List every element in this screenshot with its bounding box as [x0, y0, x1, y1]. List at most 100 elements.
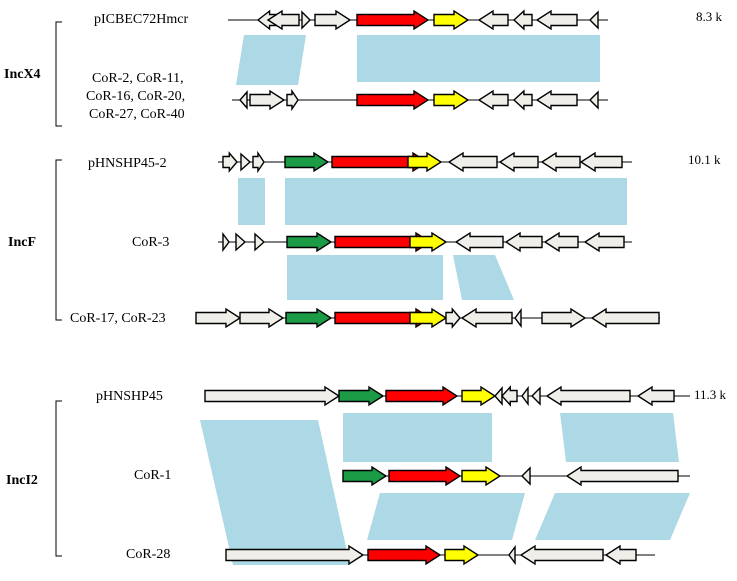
gene-arrow-cor-incx4-8 — [535, 89, 578, 111]
homology-block-7 — [200, 420, 350, 565]
gene-arrow-cor-3-1 — [222, 231, 230, 253]
gene-arrow-cor-3-9 — [543, 231, 579, 253]
gene-arrow-cor-17-cor-23-9 — [541, 307, 587, 329]
gene-arrow-cor-3-8 — [504, 231, 543, 253]
gene-arrow-phnshp45-1 — [204, 385, 341, 407]
gene-arrow-cor-17-cor-23-6 — [445, 307, 461, 329]
gene-arrow-cor-1-4 — [521, 466, 531, 486]
gene-arrow-cor-17-cor-23-2 — [239, 307, 285, 329]
gene-arrow-phnshp45-2-1 — [222, 151, 238, 173]
row-label-picbec72hmcr: pICBEC72Hmcr — [94, 12, 188, 27]
gene-arrow-cor-28-6 — [604, 544, 637, 566]
gene-arrow-cor-17-cor-23-1 — [195, 307, 242, 329]
gene-arrow-cor-3-10 — [583, 231, 625, 253]
gene-arrow-picbec72hmcr-6 — [433, 9, 470, 31]
gene-arrow-cor-incx4-4 — [356, 89, 430, 111]
row-label-phnshp45-2: pHNSHP45-2 — [88, 156, 167, 171]
gene-arrow-phnshp45-5 — [494, 386, 503, 406]
gene-arrow-cor-3-2 — [235, 232, 247, 252]
gene-arrow-cor-28-2 — [367, 544, 442, 566]
gene-arrow-phnshp45-2-2 — [240, 152, 252, 172]
size-label-incx4: 8.3 k — [696, 9, 723, 24]
homology-block-6 — [453, 255, 514, 300]
gene-arrow-phnshp45-2-7 — [447, 151, 498, 173]
gene-arrow-cor-3-6 — [409, 231, 448, 253]
gene-arrow-phnshp45-2-8 — [498, 151, 539, 173]
homology-block-5 — [287, 255, 443, 300]
gene-arrow-picbec72hmcr-8 — [512, 9, 533, 31]
gene-arrow-cor-incx4-1 — [239, 90, 248, 110]
gene-arrow-picbec72hmcr-10 — [589, 10, 599, 30]
gene-arrow-picbec72hmcr-4 — [314, 9, 352, 31]
homology-block-9 — [560, 413, 679, 462]
gene-arrow-picbec72hmcr-3 — [301, 10, 311, 30]
row-label-cor-28: CoR-28 — [126, 547, 170, 562]
gene-arrow-cor-1-2 — [388, 465, 462, 487]
gene-arrow-phnshp45-3 — [385, 385, 459, 407]
homology-block-10 — [367, 493, 525, 540]
gene-arrow-phnshp45-4 — [461, 385, 497, 407]
gene-arrow-cor-incx4-5 — [433, 89, 470, 111]
row-label-cor-17-cor-23: CoR-17, CoR-23 — [70, 311, 166, 326]
gene-arrow-cor-incx4-3 — [286, 88, 299, 112]
row-label-cor-1: CoR-1 — [134, 468, 171, 483]
row-label-cor-3: CoR-3 — [132, 235, 169, 250]
row-label-phnshp45: pHNSHP45 — [96, 389, 163, 404]
gene-arrow-phnshp45-2 — [338, 385, 385, 407]
group-label-incf: IncF — [8, 235, 36, 250]
gene-arrow-phnshp45-6 — [501, 385, 518, 407]
gene-arrow-cor-28-3 — [444, 544, 480, 566]
gene-arrow-cor-incx4-9 — [589, 90, 599, 110]
homology-layer — [200, 35, 690, 565]
gene-arrow-phnshp45-10 — [636, 385, 675, 407]
gene-arrow-cor-28-1 — [225, 544, 365, 566]
size-label-incf: 10.1 k — [688, 152, 721, 167]
size-label-inci2: 11.3 k — [694, 387, 727, 402]
group-label-incx4: IncX4 — [4, 67, 41, 82]
gene-arrow-picbec72hmcr-2 — [266, 9, 300, 31]
gene-arrow-cor-17-cor-23-10 — [590, 307, 660, 329]
gene-arrow-cor-incx4-7 — [512, 89, 533, 111]
homology-block-1 — [236, 35, 306, 85]
gene-layer — [195, 9, 679, 566]
gene-arrow-cor-1-5 — [565, 465, 679, 487]
gene-arrow-cor-28-5 — [519, 544, 604, 566]
gene-arrow-phnshp45-2-6 — [407, 151, 443, 173]
gene-arrow-phnshp45-2-9 — [540, 151, 581, 173]
row-label-cor-incx4-line2: CoR-16, CoR-20, — [86, 89, 185, 104]
gene-arrow-cor-3-3 — [254, 232, 266, 252]
group-label-inci2: IncI2 — [6, 473, 38, 488]
gene-arrow-phnshp45-8 — [531, 386, 541, 406]
homology-block-3 — [238, 178, 265, 225]
gene-arrow-picbec72hmcr-7 — [477, 9, 509, 31]
bracket-inci2 — [55, 400, 62, 557]
homology-block-8 — [343, 413, 492, 462]
gene-arrow-cor-incx4-6 — [477, 89, 509, 111]
homology-block-2 — [357, 35, 600, 82]
gene-arrow-phnshp45-7 — [521, 385, 529, 407]
gene-arrow-cor-28-4 — [508, 544, 516, 566]
gene-arrow-cor-17-cor-23-8 — [514, 307, 522, 329]
row-label-cor-incx4-line1: CoR-2, CoR-11, — [92, 71, 184, 86]
gene-arrow-cor-3-4 — [286, 231, 333, 253]
gene-arrow-cor-3-7 — [454, 231, 504, 253]
gene-arrow-cor-17-cor-23-5 — [409, 307, 448, 329]
gene-arrow-picbec72hmcr-5 — [356, 9, 430, 31]
gene-arrow-cor-1-3 — [461, 465, 502, 487]
gene-arrow-cor-17-cor-23-7 — [460, 307, 513, 329]
gene-arrow-cor-1-1 — [342, 465, 388, 487]
gene-arrow-phnshp45-2-3 — [252, 150, 265, 174]
gene-arrow-phnshp45-2-10 — [579, 151, 623, 173]
row-label-cor-incx4-line3: CoR-27, CoR-40 — [89, 107, 185, 122]
gene-arrow-phnshp45-9 — [545, 385, 631, 407]
bracket-incf — [55, 159, 62, 321]
bracket-incx4 — [55, 21, 62, 127]
gene-arrow-picbec72hmcr-9 — [535, 9, 578, 31]
gene-arrow-cor-17-cor-23-3 — [285, 307, 333, 329]
homology-block-11 — [535, 493, 690, 540]
gene-arrow-cor-incx4-2 — [249, 89, 286, 111]
gene-arrow-phnshp45-2-4 — [284, 151, 330, 173]
homology-block-4 — [285, 178, 627, 225]
